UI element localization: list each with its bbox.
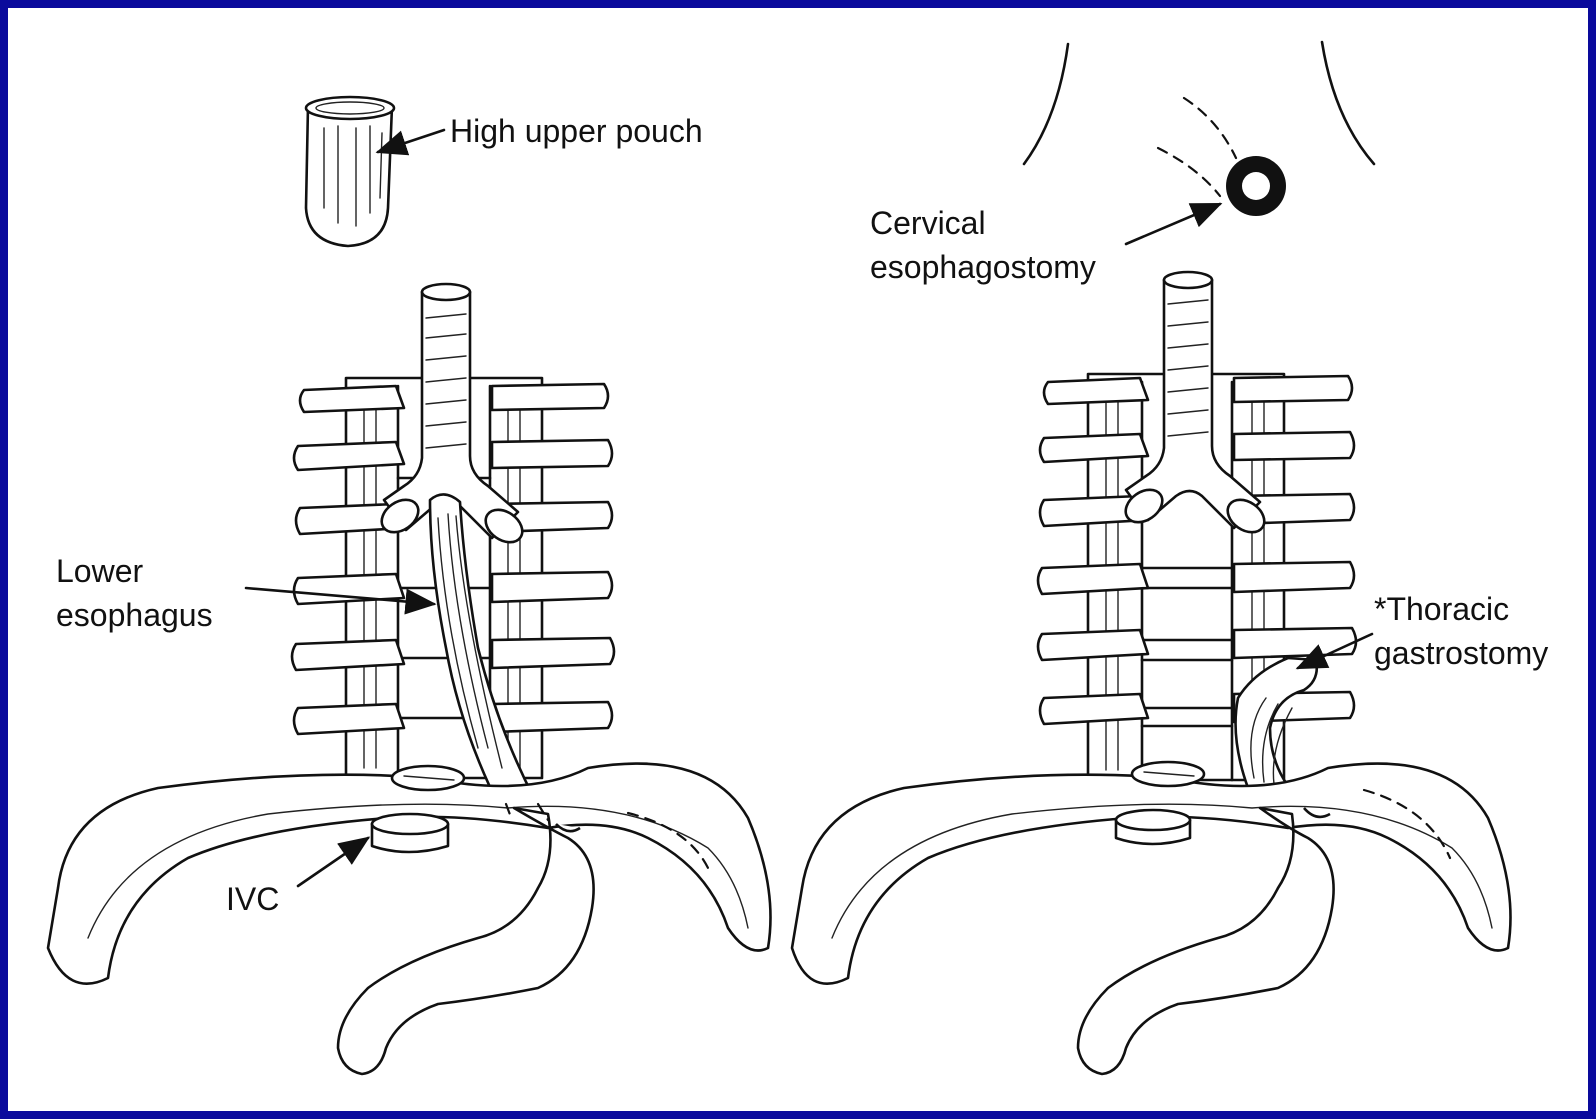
right-diaphragm: [792, 762, 1511, 984]
label-high-upper-pouch: High upper pouch: [450, 113, 703, 149]
right-ivc: [1116, 810, 1190, 844]
arrow-ivc: [298, 838, 368, 886]
esophageal-atresia-repair-diagram: High upper pouch Lower esophagus IVC: [8, 8, 1588, 1111]
right-stomach: [1078, 808, 1334, 1074]
upper-pouch: [306, 97, 394, 246]
left-panel: [48, 97, 771, 1074]
left-diaphragm: [48, 764, 771, 984]
label-ivc: IVC: [226, 881, 279, 917]
diagram-frame: High upper pouch Lower esophagus IVC: [8, 8, 1588, 1111]
label-thoracic-line1: *Thoracic: [1374, 591, 1509, 627]
label-cervical-line2: esophagostomy: [870, 249, 1096, 285]
label-lower-line1: Lower: [56, 553, 144, 589]
label-thoracic-line2: gastrostomy: [1374, 635, 1548, 671]
arrow-cervical: [1126, 204, 1220, 244]
cervical-stoma: [1226, 156, 1286, 216]
left-ivc: [372, 814, 448, 852]
right-panel: [792, 42, 1511, 1074]
neck-outline: [1024, 42, 1374, 196]
label-lower-line2: esophagus: [56, 597, 213, 633]
label-cervical-line1: Cervical: [870, 205, 986, 241]
